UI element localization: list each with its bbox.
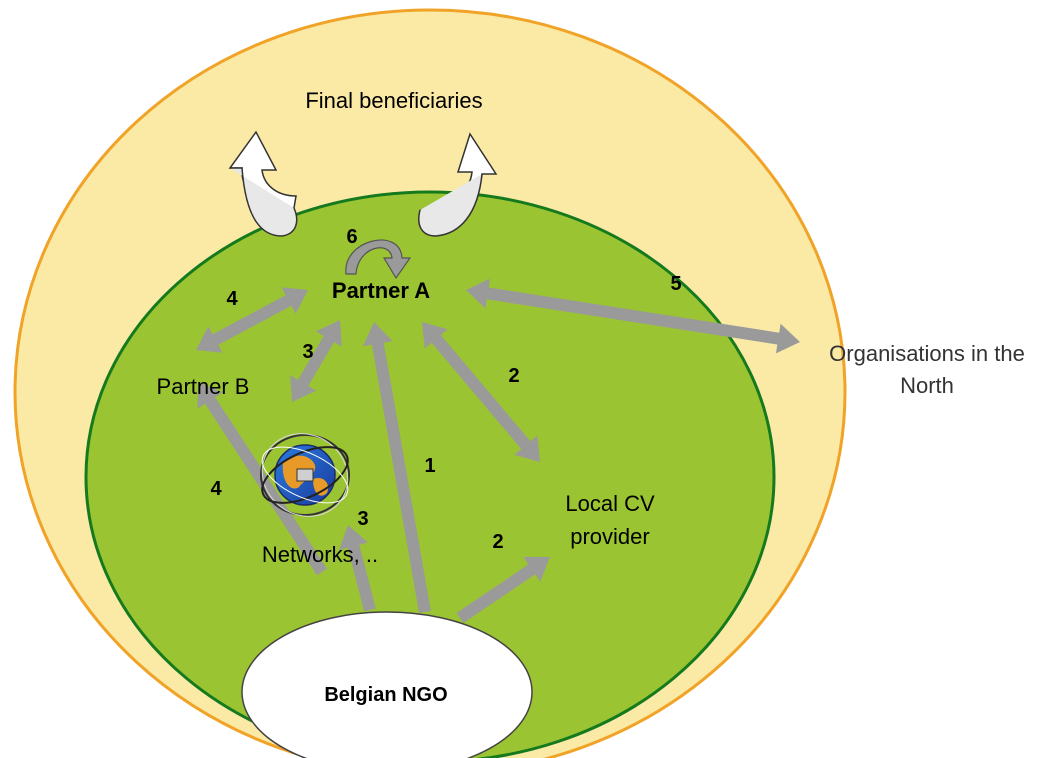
arrow-number-3-upper: 3 <box>302 341 313 363</box>
networks-label: Networks, .. <box>262 542 378 567</box>
organisations-north-label-line2: North <box>900 373 954 398</box>
arrow-number-3-lower: 3 <box>357 508 368 530</box>
partner-b-label: Partner B <box>157 374 250 399</box>
networks-globe-icon <box>260 433 350 517</box>
belgian-ngo-label: Belgian NGO <box>324 684 447 706</box>
arrow-partner-a-north <box>466 278 800 354</box>
curved-arrow-left-icon <box>228 130 298 237</box>
arrow-number-2-upper: 2 <box>508 365 519 387</box>
arrow-number-1: 1 <box>424 455 435 477</box>
arrow-ngo-to-partner-b <box>197 382 327 576</box>
belgian-ngo-ellipse <box>241 611 533 758</box>
arrow-number-5: 5 <box>670 273 681 295</box>
arrow-partner-a-networks <box>290 320 342 402</box>
partner-a-label: Partner A <box>332 278 430 303</box>
arrow-number-6: 6 <box>346 226 357 248</box>
arrow-partner-a-partner-b <box>196 287 308 353</box>
arrow-ngo-to-partner-a <box>363 322 431 613</box>
relation-arrows <box>196 278 800 623</box>
self-loop-arrow-icon <box>345 239 412 280</box>
local-cv-provider-label-line2: provider <box>570 524 649 549</box>
arrow-number-4-upper: 4 <box>226 288 238 310</box>
curved-arrow-right-icon <box>418 132 498 237</box>
arrow-number-4-lower: 4 <box>210 478 222 500</box>
local-cv-provider-label-line1: Local CV <box>565 491 655 516</box>
inner-circle <box>84 190 776 758</box>
arrow-number-2-lower: 2 <box>492 531 503 553</box>
final-beneficiaries-label: Final beneficiaries <box>305 88 482 113</box>
arrow-partner-a-local-cv <box>422 322 540 462</box>
organisations-north-label-line1: Organisations in the <box>829 341 1025 366</box>
arrow-ngo-to-local-cv <box>456 556 550 623</box>
arrow-ngo-to-networks <box>339 525 376 612</box>
